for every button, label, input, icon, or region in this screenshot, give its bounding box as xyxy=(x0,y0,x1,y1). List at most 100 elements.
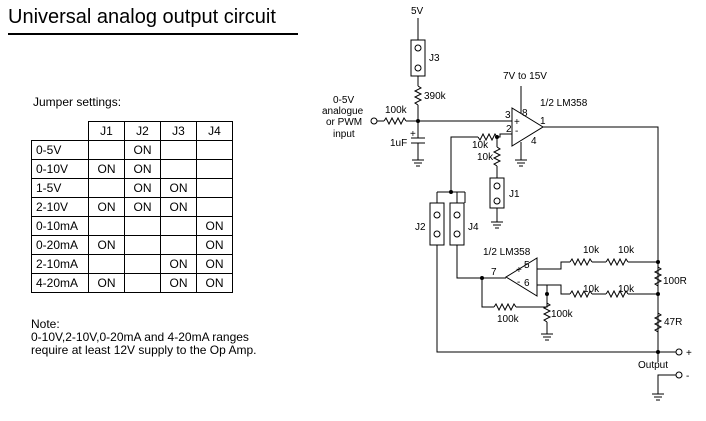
output-minus-terminal xyxy=(675,371,683,379)
r47r-resistor xyxy=(653,312,663,333)
pin4-label: 4 xyxy=(531,136,537,147)
table-row: 2-10mA ON ON xyxy=(31,254,233,274)
j1-label: J1 xyxy=(509,189,520,200)
table-cell: ON xyxy=(196,254,233,274)
output-plus-terminal xyxy=(675,348,683,356)
c1uf-label: 1uF xyxy=(390,138,407,149)
u2-label: 1/2 LM358 xyxy=(483,247,531,258)
r100k-fb-label: 100k xyxy=(497,314,520,325)
r10k-b-resistor xyxy=(492,146,502,167)
r47r-label: 47R xyxy=(664,317,682,328)
table-row: 1-5V ON ON xyxy=(31,178,233,198)
junction xyxy=(656,350,660,354)
r10k-e-label: 10k xyxy=(583,284,600,295)
table-row: 2-10V ON ON ON xyxy=(31,197,233,217)
r10k-c-label: 10k xyxy=(583,245,600,256)
opamp-2 xyxy=(505,257,538,297)
table-cell: ON xyxy=(196,235,233,255)
u2-minus-sign: - xyxy=(517,277,520,288)
title-underline xyxy=(8,33,298,35)
pin5-label: 5 xyxy=(524,260,530,271)
r10k-d-label: 10k xyxy=(618,245,635,256)
input-label-line: analogue xyxy=(322,106,364,117)
row-label: 2-10mA xyxy=(31,254,89,274)
j4-jumper xyxy=(449,202,465,246)
opamp-1 xyxy=(511,107,544,147)
table-cell: ON xyxy=(88,273,125,293)
r10k-c-resistor xyxy=(569,257,593,267)
input-label-line: 0-5V xyxy=(333,95,354,106)
j3-label: J3 xyxy=(429,53,440,64)
pin xyxy=(493,182,501,190)
pin2-label: 2 xyxy=(506,124,512,135)
header-j2: J2 xyxy=(124,121,161,141)
pin1-label: 1 xyxy=(540,116,546,127)
wire xyxy=(456,245,482,279)
table-cell: ON xyxy=(160,254,197,274)
u1-minus-sign: - xyxy=(515,126,518,137)
ground xyxy=(541,333,553,341)
jumper-caption: Jumper settings: xyxy=(33,95,122,109)
page-title: Universal analog output circuit xyxy=(8,6,276,28)
j2-label: J2 xyxy=(415,222,426,233)
pin xyxy=(433,230,441,238)
wire xyxy=(450,136,478,192)
r10k-a-resistor xyxy=(477,132,498,142)
pin xyxy=(414,64,422,72)
junction xyxy=(656,292,660,296)
r390k-label: 390k xyxy=(424,91,447,102)
r10k-e-resistor xyxy=(569,289,593,299)
ground xyxy=(412,159,424,167)
note-heading: Note: xyxy=(31,317,60,331)
output-plus-sign: + xyxy=(686,348,692,359)
row-label: 2-10V xyxy=(31,197,89,217)
table-row: 0-10V ON ON xyxy=(31,159,233,179)
input-terminal xyxy=(370,117,378,125)
junction xyxy=(656,260,660,264)
table-cell: ON xyxy=(88,197,125,217)
wire xyxy=(436,192,466,203)
r100k-gnd-label: 100k xyxy=(551,309,574,320)
table-cell: ON xyxy=(196,216,233,236)
ground xyxy=(515,159,527,167)
r390k-resistor xyxy=(413,85,423,106)
jumper-settings-table: J1 J2 J3 J4 0-5V ON 0-10V ON ON 1-5V ON … xyxy=(31,121,233,293)
supply-opamp-label: 7V to 15V xyxy=(503,71,547,82)
table-cell: ON xyxy=(196,273,233,293)
pin xyxy=(453,211,461,219)
r10k-f-label: 10k xyxy=(618,284,635,295)
supply-5v-label: 5V xyxy=(411,6,424,17)
pin xyxy=(453,230,461,238)
cap-plus-sign: + xyxy=(410,129,416,140)
wire xyxy=(516,294,548,308)
u1-label: 1/2 LM358 xyxy=(540,98,588,109)
pin3-label: 3 xyxy=(505,110,511,121)
u1-plus-sign: + xyxy=(514,117,520,128)
table-row: 4-20mA ON ON ON xyxy=(31,273,233,293)
r10k-b-label: 10k xyxy=(477,152,494,163)
pin6-label: 6 xyxy=(524,278,530,289)
output-label: Output xyxy=(638,360,668,371)
r100k-fb-resistor xyxy=(493,302,517,312)
note-line: 0-10V,2-10V,0-20mA and 4-20mA ranges xyxy=(31,330,249,344)
u2-plus-sign: + xyxy=(516,265,522,276)
pin xyxy=(414,44,422,52)
r10k-f-resistor xyxy=(605,289,629,299)
table-row: 0-5V ON xyxy=(31,140,233,160)
wire xyxy=(436,245,676,353)
row-label: 0-10V xyxy=(31,159,89,179)
wire xyxy=(547,284,570,295)
r100r-label: 100R xyxy=(663,276,687,287)
pin xyxy=(433,211,441,219)
ground xyxy=(652,393,664,401)
note-block: Note: 0-10V,2-10V,0-20mA and 4-20mA rang… xyxy=(31,318,256,357)
table-row: 0-20mA ON ON xyxy=(31,235,233,255)
r100k-gnd-resistor xyxy=(542,302,552,323)
table-cell: ON xyxy=(124,178,161,198)
r100r-resistor xyxy=(653,266,663,287)
pin xyxy=(493,197,501,205)
r100k-in-label: 100k xyxy=(385,105,408,116)
junction xyxy=(545,292,549,296)
input-label-line: or PWM xyxy=(326,117,362,128)
